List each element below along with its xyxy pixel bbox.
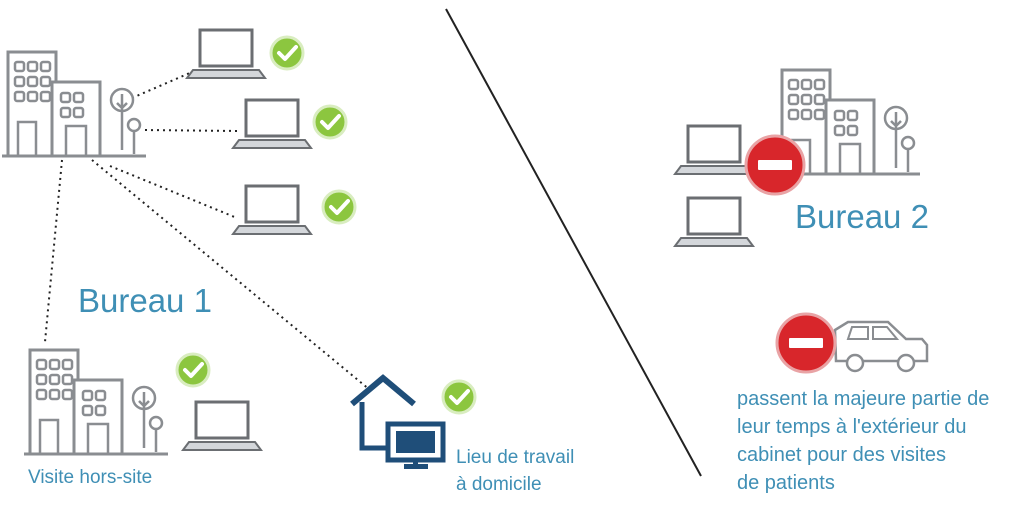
check-icon — [321, 189, 357, 225]
field-note-line2: leur temps à l'extérieur du — [737, 416, 967, 438]
office-1-label: Bureau 1 — [78, 282, 212, 319]
office-building-icon — [0, 50, 148, 158]
field-note: passent la majeure partie de leur temps … — [737, 385, 989, 497]
connection-line — [44, 159, 63, 343]
field-note-line4: de patients — [737, 472, 835, 494]
laptop-icon — [185, 28, 267, 80]
offsite-visit-label: Visite hors-site — [28, 467, 153, 488]
no-entry-icon — [744, 134, 806, 196]
check-icon — [175, 352, 211, 388]
connection-line — [109, 165, 238, 219]
home-office-label: Lieu de travail à domicile — [456, 444, 574, 498]
check-icon — [312, 104, 348, 140]
laptop-icon — [673, 196, 755, 248]
laptop-icon — [181, 400, 263, 452]
no-entry-icon — [775, 312, 837, 374]
home-office-label-line2: à domicile — [456, 474, 542, 495]
field-note-line3: cabinet pour des visites — [737, 444, 947, 466]
laptop-icon — [231, 98, 313, 150]
field-note-line1: passent la majeure partie de — [737, 388, 990, 410]
connection-lines — [44, 71, 371, 391]
separator-line — [445, 8, 702, 477]
check-icon — [269, 35, 305, 71]
connection-line — [131, 71, 193, 99]
connection-line — [144, 129, 238, 132]
laptop-icon — [673, 124, 755, 176]
home-office-icon — [350, 374, 446, 469]
laptop-icon — [231, 184, 313, 236]
connection-line — [91, 159, 371, 391]
office-building-icon — [22, 348, 170, 456]
home-office-label-line1: Lieu de travail — [456, 447, 575, 468]
car-icon — [833, 320, 929, 373]
check-icon — [441, 379, 477, 415]
office-2-label: Bureau 2 — [795, 198, 929, 235]
